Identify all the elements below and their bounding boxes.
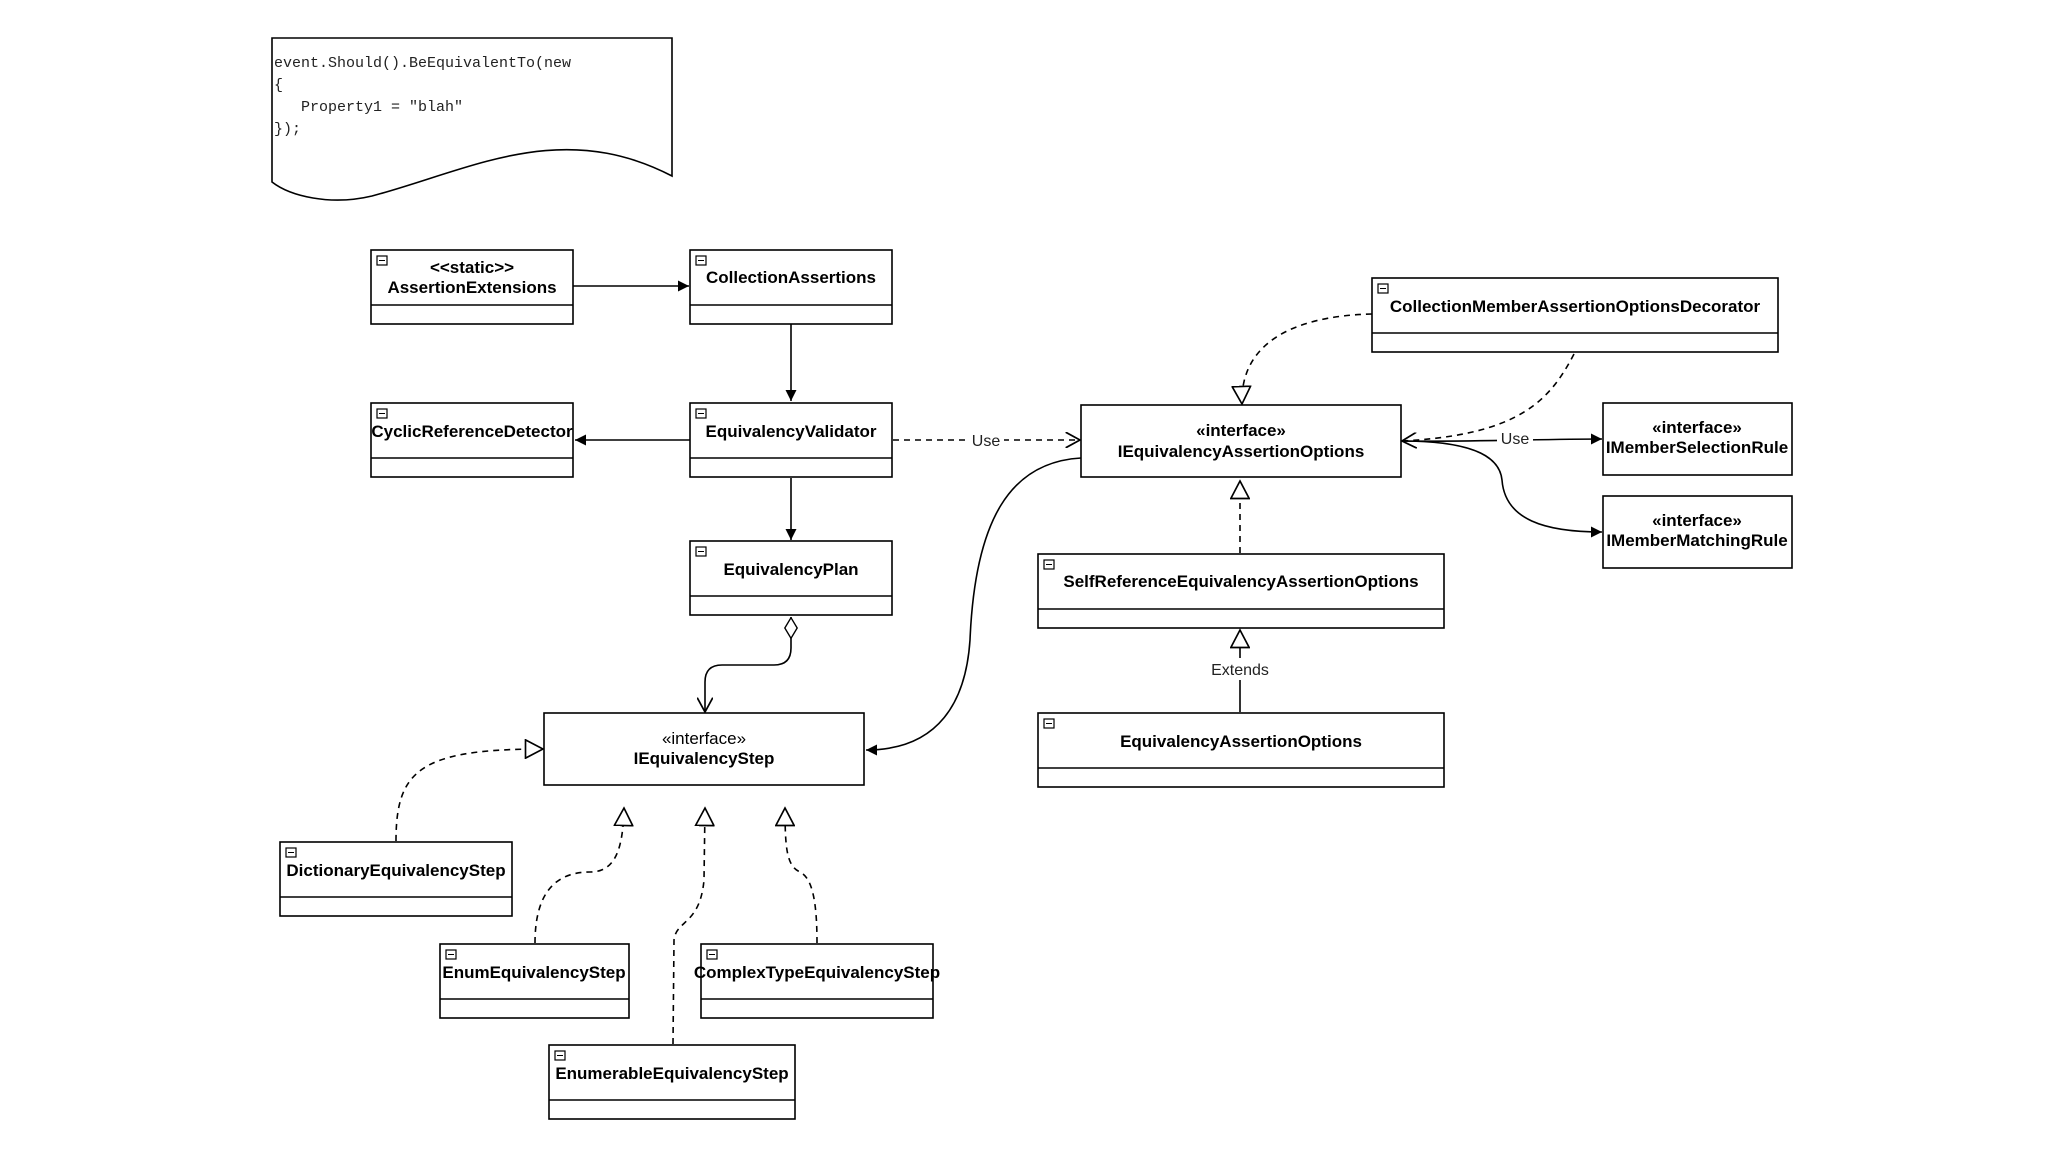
edge-dictionary-realizes-step: [395, 749, 543, 842]
edge-plan-aggregates-step: [705, 617, 791, 712]
interface-iequivalency-assertion-options[interactable]: «interface» IEquivalencyAssertionOptions: [1080, 404, 1402, 478]
class-equivalency-plan[interactable]: EquivalencyPlan: [689, 540, 893, 616]
class-name: EquivalencyPlan: [723, 560, 858, 579]
class-complex-type-equivalency-step[interactable]: ComplexTypeEquivalencyStep: [694, 943, 940, 1019]
interface-name: IEquivalencyAssertionOptions: [1118, 442, 1365, 461]
edges: Use Use Extends: [395, 280, 1603, 1045]
class-enum-equivalency-step[interactable]: EnumEquivalencyStep: [439, 943, 630, 1019]
edge-complex-realizes-step: [785, 808, 818, 944]
interface-iequivalency-step[interactable]: «interface» IEquivalencyStep: [543, 712, 865, 786]
class-collection-member-decorator[interactable]: CollectionMemberAssertionOptionsDecorato…: [1371, 277, 1779, 353]
edge-enum-realizes-step: [534, 808, 624, 944]
class-self-reference-options[interactable]: SelfReferenceEquivalencyAssertionOptions: [1037, 553, 1445, 629]
edge-label-extends: Extends: [1211, 662, 1269, 679]
interface-stereotype: «interface»: [662, 729, 746, 748]
class-enumerable-equivalency-step[interactable]: EnumerableEquivalencyStep: [548, 1044, 796, 1120]
edge-options-uses-matching: [1401, 440, 1603, 538]
class-cyclic-reference-detector[interactable]: CyclicReferenceDetector: [370, 402, 574, 478]
class-name: EquivalencyValidator: [705, 422, 876, 441]
interface-name: IMemberMatchingRule: [1606, 531, 1787, 550]
class-name: ComplexTypeEquivalencyStep: [694, 963, 940, 982]
interface-stereotype: «interface»: [1652, 511, 1742, 530]
edge-label-use-1: Use: [972, 433, 1001, 450]
class-name: EquivalencyAssertionOptions: [1120, 732, 1362, 751]
class-stereotype: <<static>>: [430, 258, 514, 277]
interface-imember-selection-rule[interactable]: «interface» IMemberSelectionRule: [1602, 402, 1793, 476]
class-collection-assertions[interactable]: CollectionAssertions: [689, 249, 893, 325]
edge-options-to-step: [865, 457, 1082, 756]
code-line-4: });: [274, 121, 301, 138]
interface-imember-matching-rule[interactable]: «interface» IMemberMatchingRule: [1602, 495, 1793, 569]
class-name: CollectionAssertions: [706, 268, 876, 287]
edge-label-use-2: Use: [1501, 431, 1530, 448]
class-equivalency-validator[interactable]: EquivalencyValidator: [689, 402, 893, 478]
interface-name: IEquivalencyStep: [634, 749, 775, 768]
edge-decorator-realizes-options: [1242, 313, 1373, 404]
edge-decorator-uses-options: [1402, 353, 1575, 441]
code-line-2: {: [274, 77, 283, 94]
code-note: event.Should().BeEquivalentTo(new { Prop…: [271, 37, 673, 201]
class-name: AssertionExtensions: [387, 278, 556, 297]
edge-enumerable-realizes-step: [672, 808, 705, 1045]
class-name: DictionaryEquivalencyStep: [286, 861, 505, 880]
code-line-1: event.Should().BeEquivalentTo(new: [274, 55, 571, 72]
class-name: CollectionMemberAssertionOptionsDecorato…: [1390, 297, 1761, 316]
interface-name: IMemberSelectionRule: [1606, 438, 1788, 457]
interface-stereotype: «interface»: [1196, 421, 1286, 440]
class-name: CyclicReferenceDetector: [371, 422, 573, 441]
class-dictionary-equivalency-step[interactable]: DictionaryEquivalencyStep: [279, 841, 513, 917]
class-name: EnumerableEquivalencyStep: [555, 1064, 788, 1083]
code-line-3: Property1 = "blah": [274, 99, 463, 116]
class-name: EnumEquivalencyStep: [442, 963, 625, 982]
class-equivalency-assertion-options[interactable]: EquivalencyAssertionOptions: [1037, 712, 1445, 788]
class-name: SelfReferenceEquivalencyAssertionOptions: [1063, 572, 1418, 591]
interface-stereotype: «interface»: [1652, 418, 1742, 437]
class-assertion-extensions[interactable]: <<static>> AssertionExtensions: [370, 249, 574, 325]
